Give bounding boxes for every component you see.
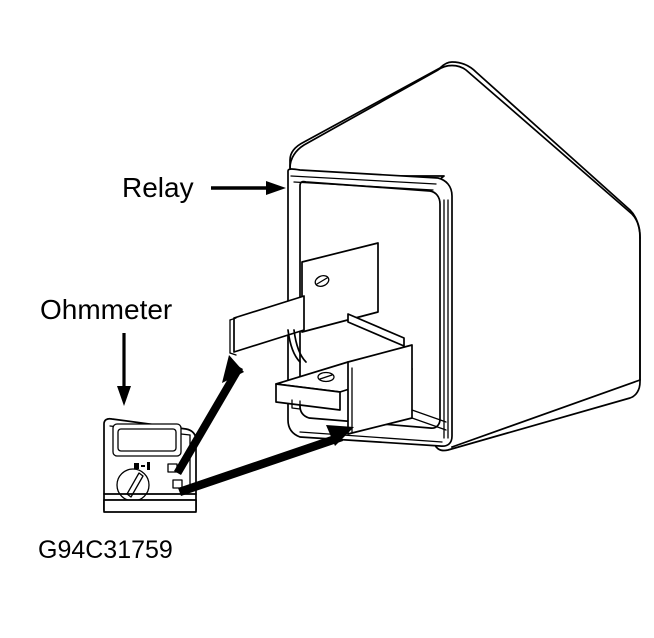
- dial-pointer: [126, 472, 144, 498]
- probe-lead-lower: [178, 425, 354, 496]
- lcd-display-screen: [117, 428, 177, 452]
- ohmmeter-device: [103, 417, 197, 513]
- lower-blade-terminal: [275, 344, 447, 435]
- ohmmeter-label-group: Ohmmeter: [40, 294, 172, 406]
- probe-lead-upper: [174, 355, 244, 475]
- probe-jack-lower[interactable]: [172, 479, 183, 489]
- ohmmeter-label: Ohmmeter: [40, 294, 172, 325]
- relay-housing: [289, 61, 641, 452]
- meter-base: [103, 499, 197, 513]
- figure-caption: G94C31759: [38, 536, 173, 564]
- probe-lead-lower-shaft: [178, 433, 343, 496]
- probe-lead-upper-arrowhead: [222, 355, 244, 383]
- probe-lead-upper-shaft: [174, 365, 243, 475]
- upper-blade-terminal: [229, 242, 379, 363]
- relay-label-group: Relay: [122, 172, 286, 203]
- relay-arrowhead: [266, 181, 286, 195]
- bracket-slot-detail: [347, 313, 405, 347]
- relay-label: Relay: [122, 172, 194, 203]
- probe-lead-lower-arrowhead: [326, 425, 354, 446]
- ohmmeter-arrowhead: [117, 386, 131, 406]
- range-marking-icon: [134, 462, 150, 470]
